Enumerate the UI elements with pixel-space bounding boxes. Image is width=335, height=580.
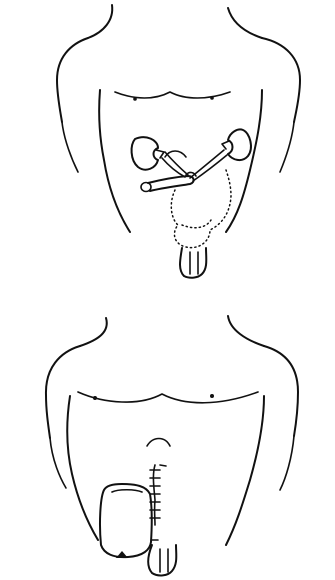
- bottom-neck-right: [228, 316, 264, 346]
- top-neck-right: [228, 8, 262, 38]
- bottom-nipple-left: [93, 396, 97, 400]
- bottom-torso-outline: [46, 316, 298, 545]
- urostomy-pouch: [100, 484, 158, 558]
- bottom-shoulder-left: [46, 346, 80, 438]
- bottom-navel-arc: [147, 439, 170, 447]
- top-nipple-right: [210, 96, 214, 100]
- bottom-torso-left: [67, 396, 98, 540]
- bottom-nipple-right: [210, 394, 214, 398]
- bottom-torso-right: [226, 396, 264, 545]
- bottom-genitals: [148, 545, 176, 575]
- bottom-arm-right: [280, 436, 294, 490]
- bottom-neck-left: [80, 318, 107, 346]
- top-torso-outline: [57, 5, 300, 232]
- pouch-drain-tap: [116, 551, 128, 558]
- ileal-conduit: [141, 172, 196, 191]
- bottom-arm-left: [50, 438, 66, 488]
- ureters: [162, 150, 227, 181]
- bottom-chest: [78, 392, 258, 446]
- top-shoulder-left: [57, 38, 88, 122]
- bottom-pectoral-line: [78, 392, 258, 403]
- top-shoulder-right: [262, 38, 300, 122]
- top-nipple-left: [133, 97, 137, 101]
- kidney-left: [132, 137, 164, 169]
- top-arm-left: [62, 122, 78, 172]
- conduit-stoma-end: [141, 183, 151, 192]
- top-neck-left: [88, 5, 112, 38]
- bottom-shoulder-right: [264, 346, 298, 436]
- top-torso-right: [226, 90, 262, 232]
- bottom-panel: [46, 316, 298, 575]
- top-arm-right: [280, 122, 294, 172]
- top-panel: [57, 5, 300, 278]
- top-torso-left: [99, 90, 130, 232]
- bladder-dotted-outline: [171, 170, 231, 248]
- top-genitals: [180, 248, 206, 278]
